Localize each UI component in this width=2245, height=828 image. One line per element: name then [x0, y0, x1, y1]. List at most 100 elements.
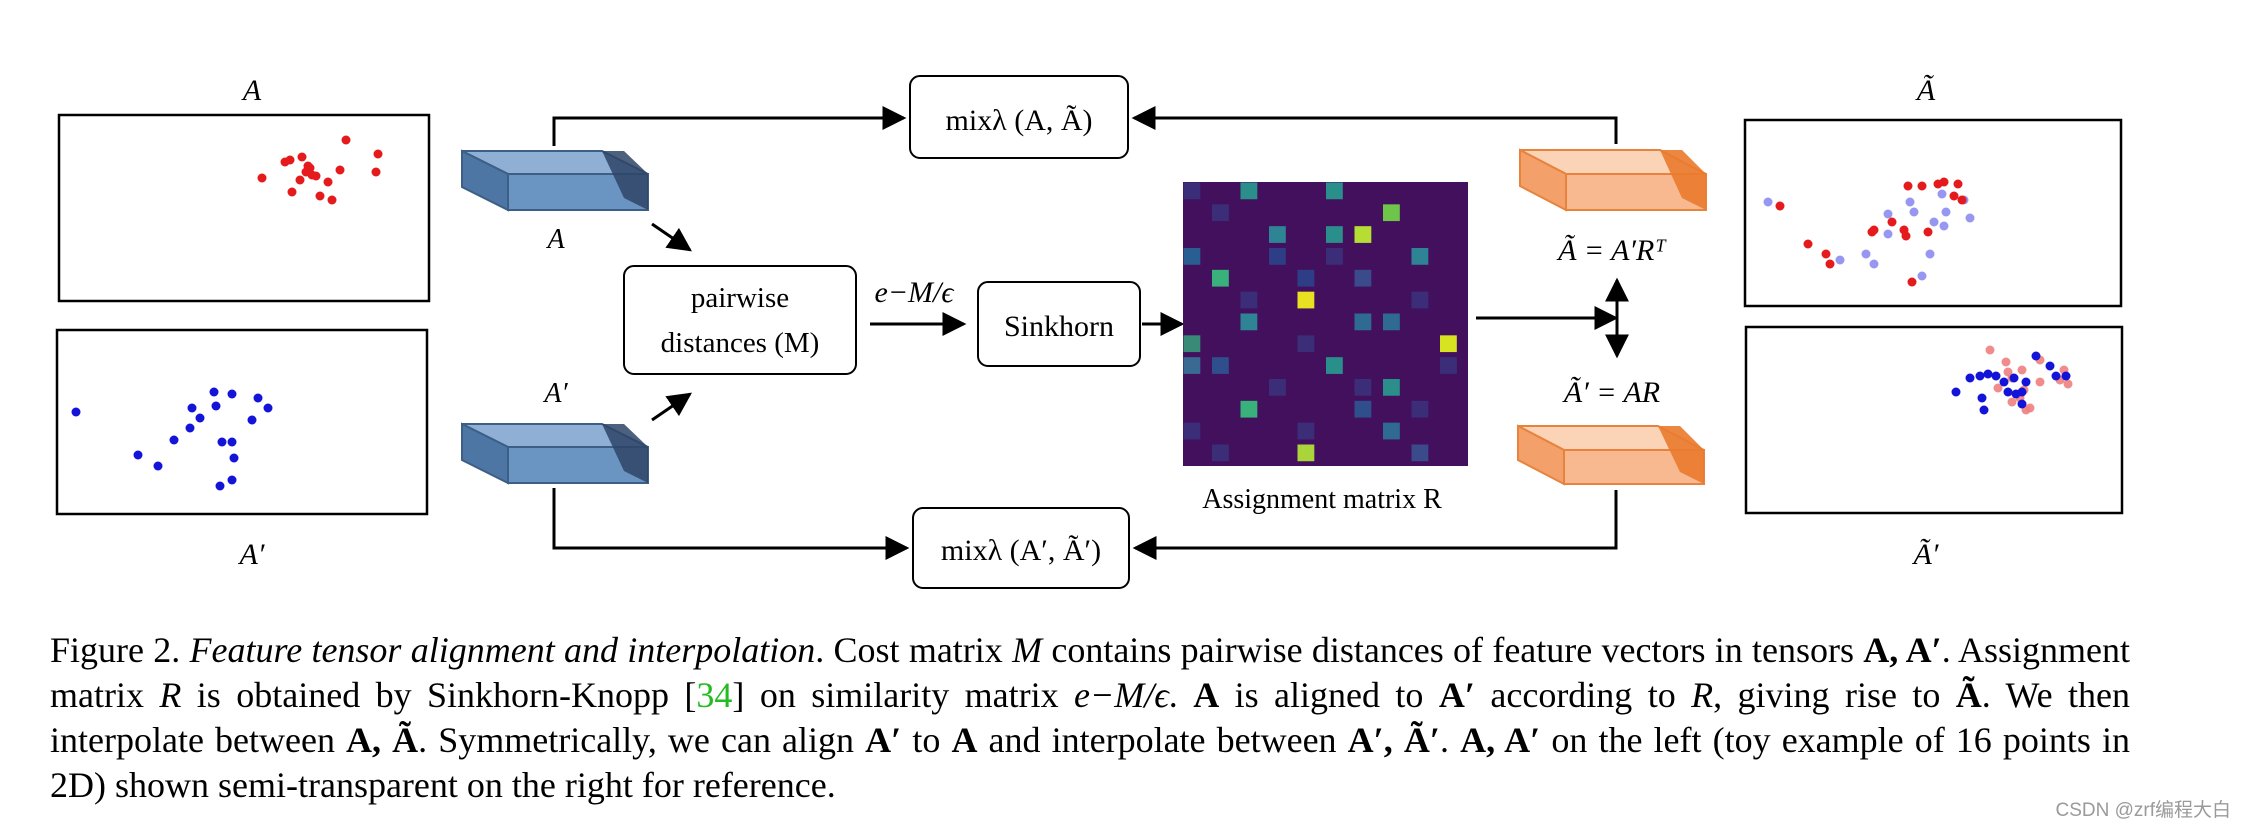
- figure-caption: Figure 2. Feature tensor alignment and i…: [50, 628, 2130, 808]
- light-blue-point: [1929, 217, 1939, 227]
- blue-point: [2045, 361, 2055, 371]
- citation-link[interactable]: 34: [696, 675, 733, 715]
- matrix-cell: [1354, 226, 1372, 243]
- pairwise-line1: pairwise: [691, 282, 789, 314]
- pairwise-distances-box: [623, 265, 857, 375]
- light-blue-point: [1905, 197, 1915, 207]
- red-point: [1939, 177, 1949, 187]
- bottom-left-plot: [55, 328, 429, 516]
- caption-text: .: [1168, 675, 1194, 715]
- blue-point: [1965, 373, 1975, 383]
- matrix-cell: [1240, 313, 1258, 331]
- blue-point: [1975, 371, 1985, 381]
- blue-point: [263, 403, 273, 413]
- red-point: [257, 173, 267, 183]
- matrix-cell: [1240, 182, 1258, 200]
- mix-bottom-label: mixλ (A′, Ã′): [941, 534, 1101, 567]
- tensor-tilde-a-block: [1519, 148, 1707, 212]
- caption-text: according to: [1474, 675, 1692, 715]
- matrix-cell: [1326, 182, 1343, 200]
- caption-math-bold: A, Ã: [346, 720, 419, 760]
- tilde-a-prime-equation: Ã′ = AR: [1562, 376, 1660, 409]
- matrix-cell: [1212, 269, 1229, 287]
- sinkhorn-box: [977, 281, 1141, 367]
- red-point: [315, 191, 325, 201]
- top-left-plot-label: A: [241, 74, 262, 107]
- blue-point: [185, 423, 195, 433]
- matrix-cell: [1297, 335, 1315, 353]
- blue-point: [215, 481, 225, 491]
- sinkhorn-label: Sinkhorn: [1004, 310, 1114, 343]
- caption-math-bold: Ã: [1955, 675, 1982, 715]
- caption-math-bold: A, A′: [1460, 720, 1541, 760]
- caption-text: ] on similarity matrix: [732, 675, 1075, 715]
- caption-math-bold: A: [1193, 675, 1220, 715]
- blue-point: [1977, 393, 1987, 403]
- arrow-a-to-pairwise: [651, 222, 692, 252]
- red-point: [287, 187, 297, 197]
- matrix-cell: [1183, 357, 1201, 374]
- red-point: [1887, 217, 1897, 227]
- diagram-canvas: A A′ A A′ pairwise distances (M) e−M/ϵ S…: [55, 74, 2124, 589]
- tensor-tilde-a-prime-block: [1517, 424, 1705, 486]
- light-blue-point: [1869, 259, 1879, 269]
- caption-figure-label: Figure 2.: [50, 630, 181, 670]
- matrix-cell: [1297, 269, 1315, 287]
- blue-point: [169, 435, 179, 445]
- left-bottom-blue-points: [71, 387, 273, 491]
- matrix-cell: [1411, 247, 1429, 265]
- light-red-point: [2001, 357, 2011, 367]
- red-point: [1869, 225, 1879, 235]
- red-point: [1901, 231, 1911, 241]
- blue-point: [2017, 387, 2027, 397]
- bottom-right-plot: [1744, 325, 2124, 515]
- red-point: [1775, 201, 1785, 211]
- caption-text: . Assignment matrix: [50, 630, 2131, 715]
- blue-point: [253, 393, 263, 403]
- left-top-red-points: [257, 135, 383, 205]
- light-blue-point: [1939, 221, 1949, 231]
- blue-point: [211, 401, 221, 411]
- matrix-cell: [1212, 357, 1229, 374]
- mix-top-label: mixλ (A, Ã): [945, 104, 1092, 137]
- light-red-point: [2035, 377, 2045, 387]
- assignment-matrix-label: Assignment matrix R: [1202, 484, 1442, 515]
- watermark: CSDN @zrf编程大白: [2055, 800, 2231, 821]
- red-point: [341, 135, 351, 145]
- arrow-tilde-a-to-mix-top: [1131, 106, 1618, 144]
- light-blue-point: [1861, 249, 1871, 259]
- blue-point: [2031, 351, 2041, 361]
- red-point: [1953, 179, 1963, 189]
- red-point: [1957, 195, 1967, 205]
- assignment-matrix: [1183, 182, 1468, 466]
- matrix-cell: [1269, 247, 1286, 265]
- blue-point: [133, 450, 143, 460]
- blue-point: [2061, 371, 2071, 381]
- light-blue-point: [1909, 207, 1919, 217]
- caption-text: and interpolate between: [977, 720, 1348, 760]
- exp-label: e−M/ϵ: [875, 276, 956, 309]
- light-red-point: [1993, 383, 2003, 393]
- blue-point: [209, 387, 219, 397]
- caption-text: . Cost matrix: [815, 630, 1013, 670]
- caption-title: Feature tensor alignment and interpolati…: [189, 630, 816, 670]
- red-point: [1825, 259, 1835, 269]
- arrow-a-to-mix-top: [552, 106, 907, 146]
- matrix-cell: [1212, 204, 1229, 222]
- tensor-a-label: A: [545, 224, 565, 255]
- mix-bottom-box: [912, 507, 1130, 589]
- tensor-a-block: [461, 149, 649, 212]
- light-blue-point: [1937, 189, 1947, 199]
- light-blue-point: [1835, 255, 1845, 265]
- caption-math-bold: A, A′: [1863, 630, 1942, 670]
- blue-point: [247, 415, 257, 425]
- top-right-plot-label: Ã: [1915, 74, 1936, 107]
- matrix-cell: [1297, 422, 1315, 440]
- blue-point: [2051, 371, 2061, 381]
- matrix-cell: [1297, 291, 1315, 309]
- caption-math-bold: A′, Ã′: [1347, 720, 1440, 760]
- light-red-point: [2025, 403, 2035, 413]
- right-bottom-points: [1951, 345, 2073, 415]
- bottom-left-plot-label: A′: [238, 538, 265, 571]
- blue-point: [2017, 399, 2027, 409]
